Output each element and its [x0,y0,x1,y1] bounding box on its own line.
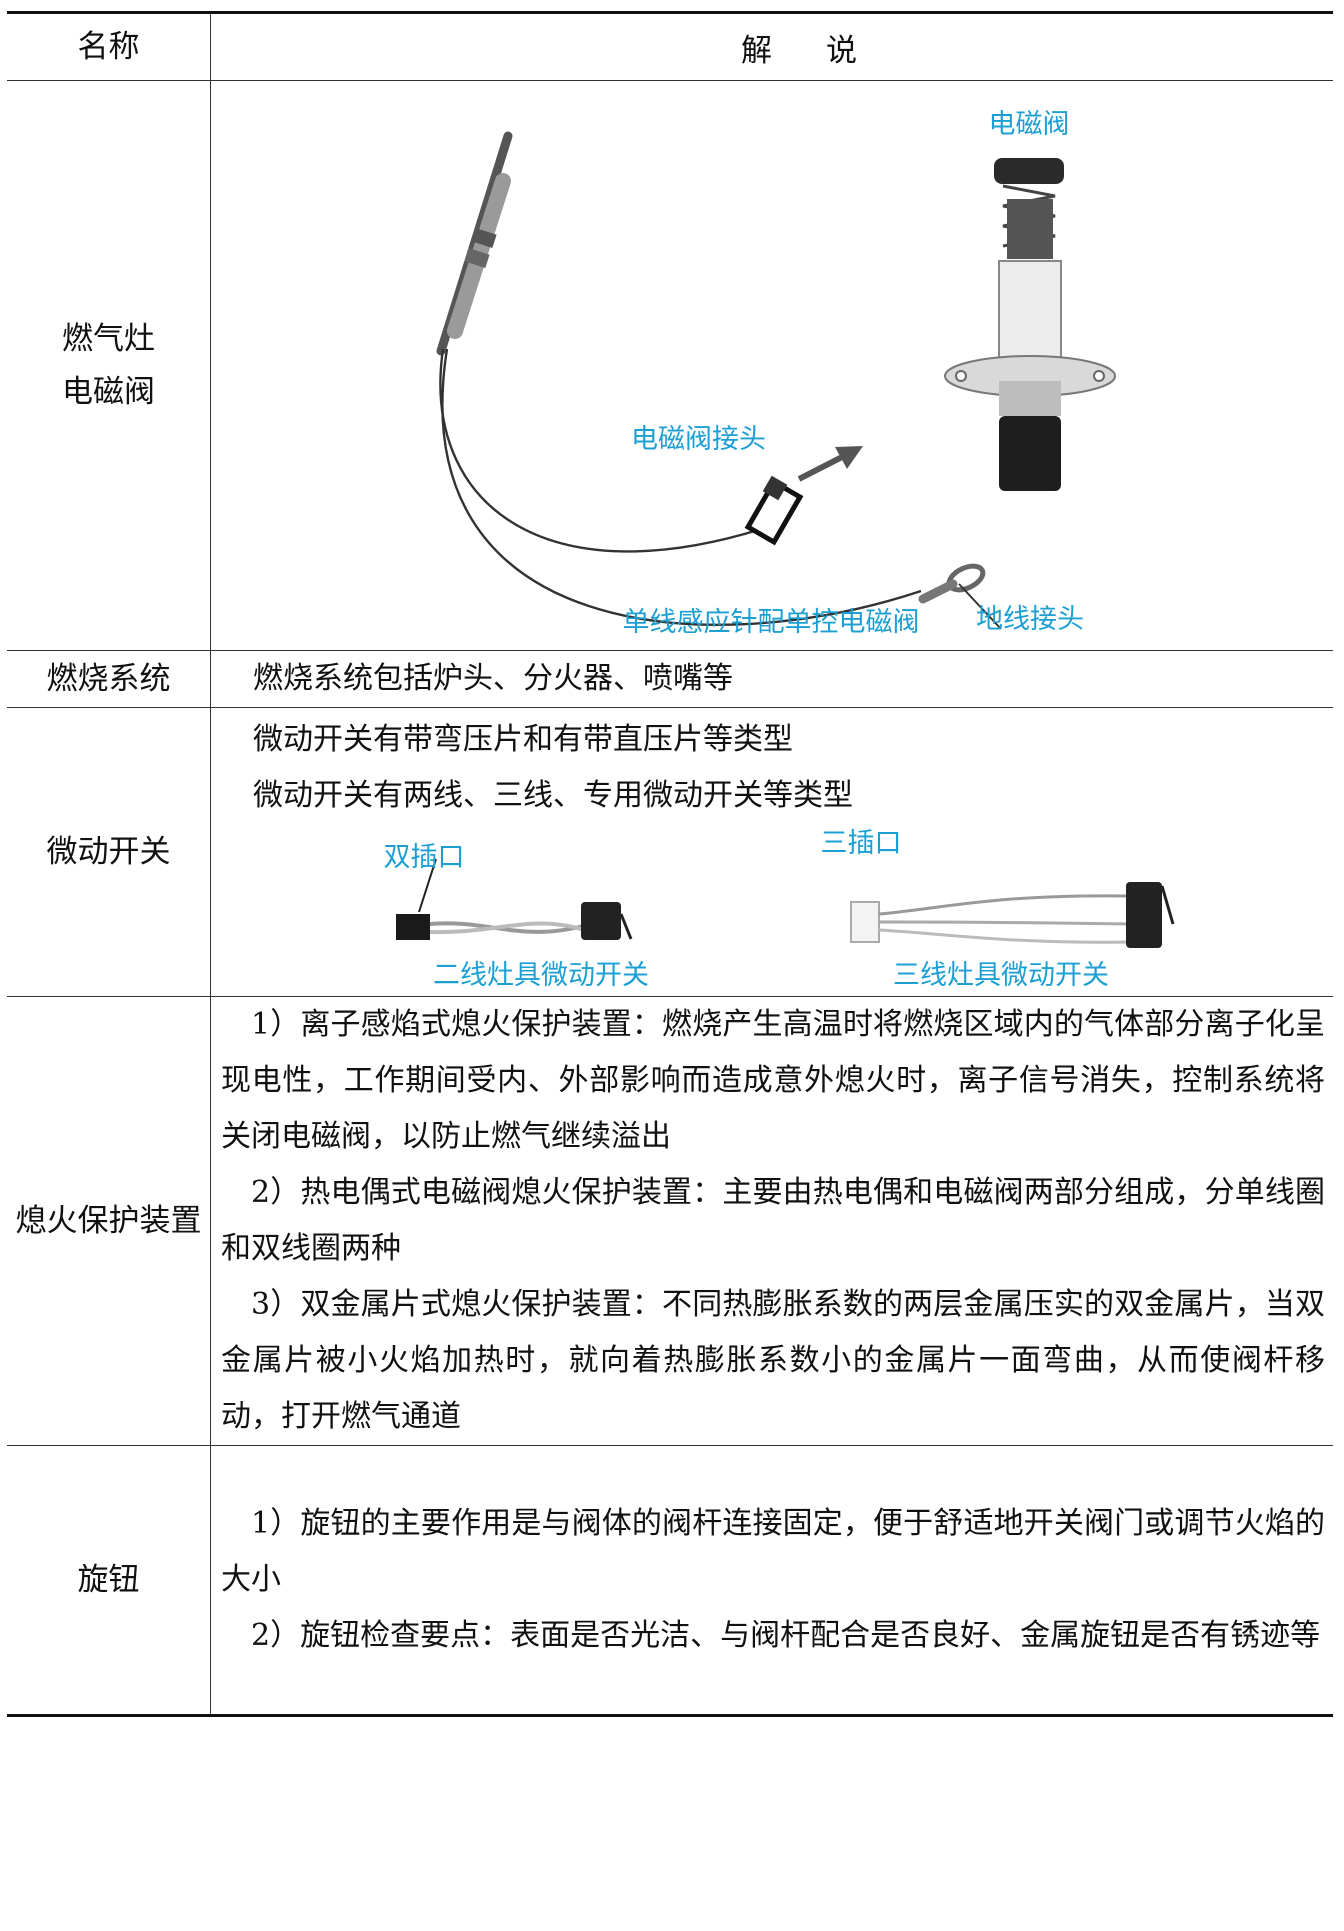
ground-wire [441,348,922,626]
row-microswitch: 微动开关 微动开关有带弯压片和有带直压片等类型 微动开关有两线、三线、专用微动开… [7,707,1333,997]
row-microswitch-name: 微动开关 [7,707,211,997]
row-flameout-desc: 1）离子感焰式熄火保护装置：燃烧产生高温时将燃烧区域内的气体部分离子化呈现电性，… [210,996,1333,1446]
label-ground: 地线接头 [976,604,1084,635]
two-wire-switch-image [396,858,633,940]
row-valve-desc: 电磁阀 电磁阀接头 地线接头 单线感应针配单控电磁阀 [210,80,1333,651]
caption-valve: 单线感应针配单控电磁阀 [623,607,920,638]
microswitch-line2: 微动开关有两线、三线、专用微动开关等类型 [253,778,853,813]
row-flameout: 熄火保护装置 1）离子感焰式熄火保护装置：燃烧产生高温时将燃烧区域内的气体部分离… [7,996,1333,1446]
row-knob-desc: 1）旋钮的主要作用是与阀体的阀杆连接固定，便于舒适地开关阀门或调节火焰的大小 2… [210,1445,1333,1716]
header-name: 名称 [7,12,211,81]
valve-illustration: 电磁阀 电磁阀接头 地线接头 单线感应针配单控电磁阀 [436,109,1116,638]
header-desc: 解说 [210,12,1333,81]
valve-connector-image [744,475,804,546]
solenoid-valve-image [944,158,1116,491]
label-solenoid: 电磁阀 [989,109,1070,140]
label-connector: 电磁阀接头 [631,424,766,455]
flameout-p2: 2）热电偶式电磁阀熄火保护装置：主要由热电偶和电磁阀两部分组成，分单线圈和双线圈… [221,1175,1325,1266]
row-combustion-desc: 燃烧系统包括炉头、分火器、喷嘴等 [210,650,1333,708]
ground-lug-image [918,563,1002,630]
microswitch-illustration: 双插口 三插口 二线灶具微动开关 三线灶具微动开关 [384,828,1175,991]
thermocouple-probe-image [436,131,513,356]
label-three-port: 三插口 [821,828,902,859]
row-valve-name: 燃气灶 电磁阀 [7,80,211,651]
flameout-p3: 3）双金属片式熄火保护装置：不同热膨胀系数的两层金属压实的双金属片，当双金属片被… [221,1287,1325,1434]
arrow-icon [797,446,863,482]
microswitch-line1: 微动开关有带弯压片和有带直压片等类型 [253,722,793,757]
row-knob-name: 旋钮 [7,1445,211,1716]
caption-two-wire: 二线灶具微动开关 [433,960,649,991]
header-row: 名称 解说 [7,12,1333,81]
row-valve: 燃气灶 电磁阀 [7,80,1333,651]
label-two-port: 双插口 [384,842,465,873]
caption-three-wire: 三线灶具微动开关 [893,960,1109,991]
knob-p2: 2）旋钮检查要点：表面是否光洁、与阀杆配合是否良好、金属旋钮是否有锈迹等 [251,1618,1321,1653]
combustion-text: 燃烧系统包括炉头、分火器、喷嘴等 [253,661,733,696]
three-wire-switch-image [850,882,1175,948]
row-microswitch-desc: 微动开关有带弯压片和有带直压片等类型 微动开关有两线、三线、专用微动开关等类型 [210,707,1333,997]
row-knob: 旋钮 1）旋钮的主要作用是与阀体的阀杆连接固定，便于舒适地开关阀门或调节火焰的大… [7,1445,1333,1716]
row-combustion-name: 燃烧系统 [7,650,211,708]
flameout-p1: 1）离子感焰式熄火保护装置：燃烧产生高温时将燃烧区域内的气体部分离子化呈现电性，… [221,1007,1325,1154]
row-combustion: 燃烧系统 燃烧系统包括炉头、分火器、喷嘴等 [7,650,1333,708]
knob-p1: 1）旋钮的主要作用是与阀体的阀杆连接固定，便于舒适地开关阀门或调节火焰的大小 [221,1506,1325,1597]
row-flameout-name: 熄火保护装置 [7,996,211,1446]
parts-table: 名称 解说 燃气灶 电磁阀 [7,11,1333,1717]
